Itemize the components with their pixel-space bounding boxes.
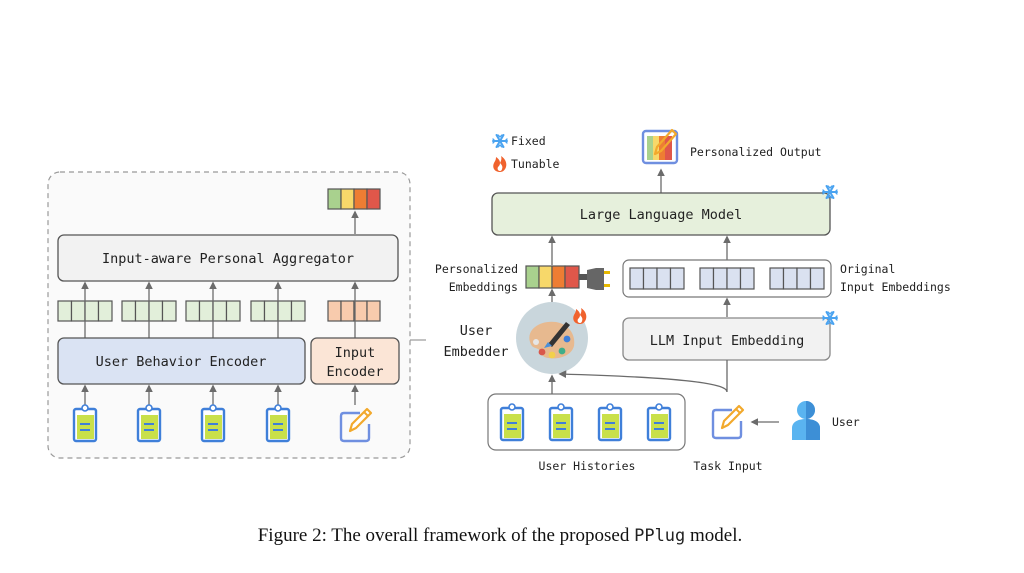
plug-icon (579, 268, 610, 290)
task-input-icon (711, 404, 745, 440)
original-embedding (699, 267, 755, 290)
llm-input-embedding: LLM Input Embedding (622, 311, 838, 361)
clipboard-history-icon (597, 402, 623, 442)
original-embeddings-label-line2: Input Embeddings (840, 280, 951, 294)
caption-model-name: PPlug (634, 526, 685, 546)
user-behavior-encoder: User Behavior Encoder (57, 337, 306, 385)
snowflake-icon (492, 134, 508, 148)
user-behavior-encoder-label: User Behavior Encoder (96, 354, 267, 370)
behavior-embedding (250, 300, 306, 322)
llm-label: Large Language Model (580, 207, 743, 223)
user-label: User (832, 415, 860, 429)
personalized-output-icon (641, 128, 679, 165)
llm-input-embedding-label: LLM Input Embedding (650, 333, 804, 349)
user-embedder-detail-panel: Input-aware Personal Aggregator User Beh… (47, 171, 426, 459)
task-input-label: Task Input (693, 459, 762, 473)
personalized-embeddings-label-line1: Personalized (435, 262, 518, 276)
fire-icon (493, 156, 507, 172)
caption-suffix: model. (685, 525, 742, 546)
caption-prefix: Figure 2: The overall framework of the p… (258, 525, 634, 546)
clipboard-history-icon (136, 403, 162, 443)
clipboard-history-icon (200, 403, 226, 443)
personalized-embeddings (525, 265, 580, 289)
input-encoder-label-line2: Encoder (327, 364, 384, 380)
input-embedding (327, 300, 381, 322)
aggregator-label: Input-aware Personal Aggregator (102, 251, 354, 267)
original-embeddings-label-line1: Original (840, 262, 895, 276)
personalized-output-label: Personalized Output (690, 145, 822, 159)
user-embedder-tunable-fire-icon (573, 308, 587, 324)
figure-caption: Figure 2: The overall framework of the p… (258, 525, 743, 546)
user-histories-label: User Histories (539, 459, 636, 473)
user-histories (487, 393, 686, 451)
user-avatar-icon (792, 401, 820, 440)
original-embedding (769, 267, 825, 290)
clipboard-history-icon (548, 402, 574, 442)
clipboard-history-icon (265, 403, 291, 443)
user-embedder-palette-icon (516, 302, 588, 374)
personalized-embeddings-label-line2: Embeddings (449, 280, 518, 294)
clipboard-history-icon (499, 402, 525, 442)
input-encoder-label-line1: Input (335, 345, 376, 361)
original-input-embeddings (622, 259, 832, 298)
large-language-model: Large Language Model (491, 185, 838, 236)
legend: Fixed Tunable (492, 134, 560, 172)
aggregated-embedding (327, 188, 381, 210)
clipboard-history-icon (72, 403, 98, 443)
behavior-embedding (185, 300, 241, 322)
user-embedder-label-line2: Embedder (443, 344, 508, 360)
input-aware-personal-aggregator: Input-aware Personal Aggregator (57, 234, 399, 282)
original-embedding (629, 267, 685, 290)
legend-fixed-label: Fixed (511, 134, 546, 148)
behavior-embedding (121, 300, 177, 322)
legend-tunable-label: Tunable (511, 157, 560, 171)
behavior-embeddings (57, 281, 306, 338)
clipboard-history-icon (646, 402, 672, 442)
input-encoder: Input Encoder (310, 337, 400, 385)
user-embedder-label-line1: User (460, 323, 493, 339)
